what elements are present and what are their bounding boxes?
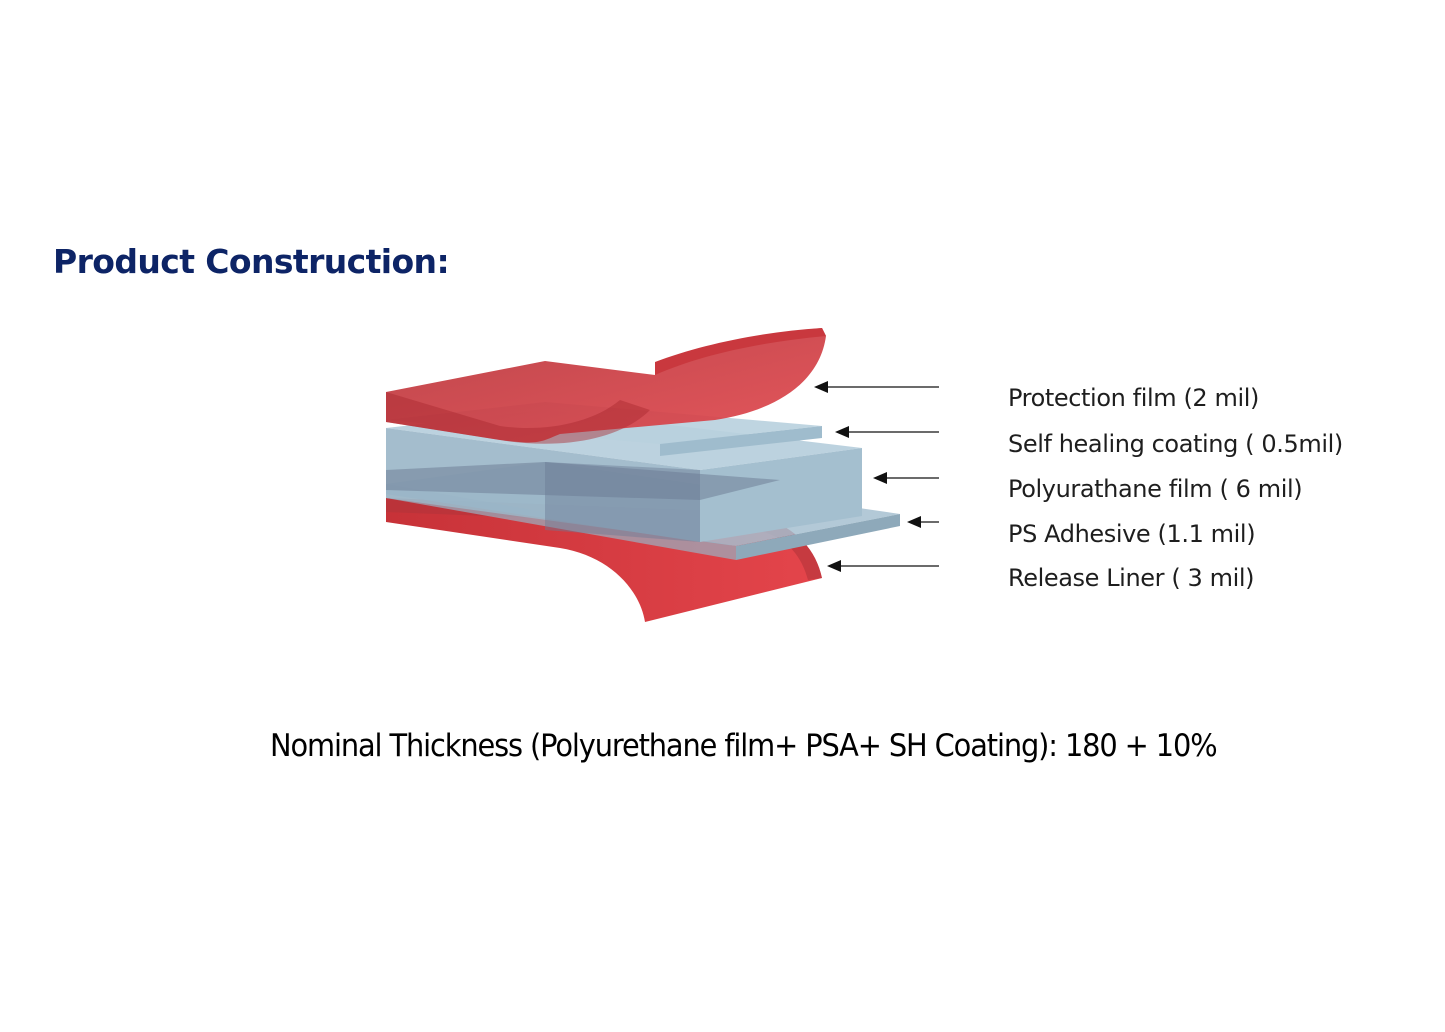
arrow-ps-adhesive-icon — [907, 516, 939, 528]
arrow-self-healing-icon — [835, 426, 939, 438]
nominal-thickness-note: Nominal Thickness (Polyurethane film+ PS… — [270, 728, 1218, 764]
layer-label-protection-film: Protection film (2 mil) — [1008, 384, 1259, 412]
arrow-release-liner-icon — [827, 560, 939, 572]
layer-label-release-liner: Release Liner ( 3 mil) — [1008, 564, 1255, 592]
page-title: Product Construction: — [53, 242, 450, 281]
arrow-protection-film-icon — [814, 381, 939, 393]
leader-arrows — [814, 381, 939, 572]
layer-label-self-healing-coating: Self healing coating ( 0.5mil) — [1008, 430, 1343, 458]
protection-film-shape — [386, 328, 826, 444]
layer-label-polyurethane-film: Polyurathane film ( 6 mil) — [1008, 475, 1303, 503]
layer-label-ps-adhesive: PS Adhesive (1.1 mil) — [1008, 520, 1256, 548]
arrow-polyurethane-icon — [873, 472, 939, 484]
polyurethane-film-shape — [386, 410, 862, 542]
